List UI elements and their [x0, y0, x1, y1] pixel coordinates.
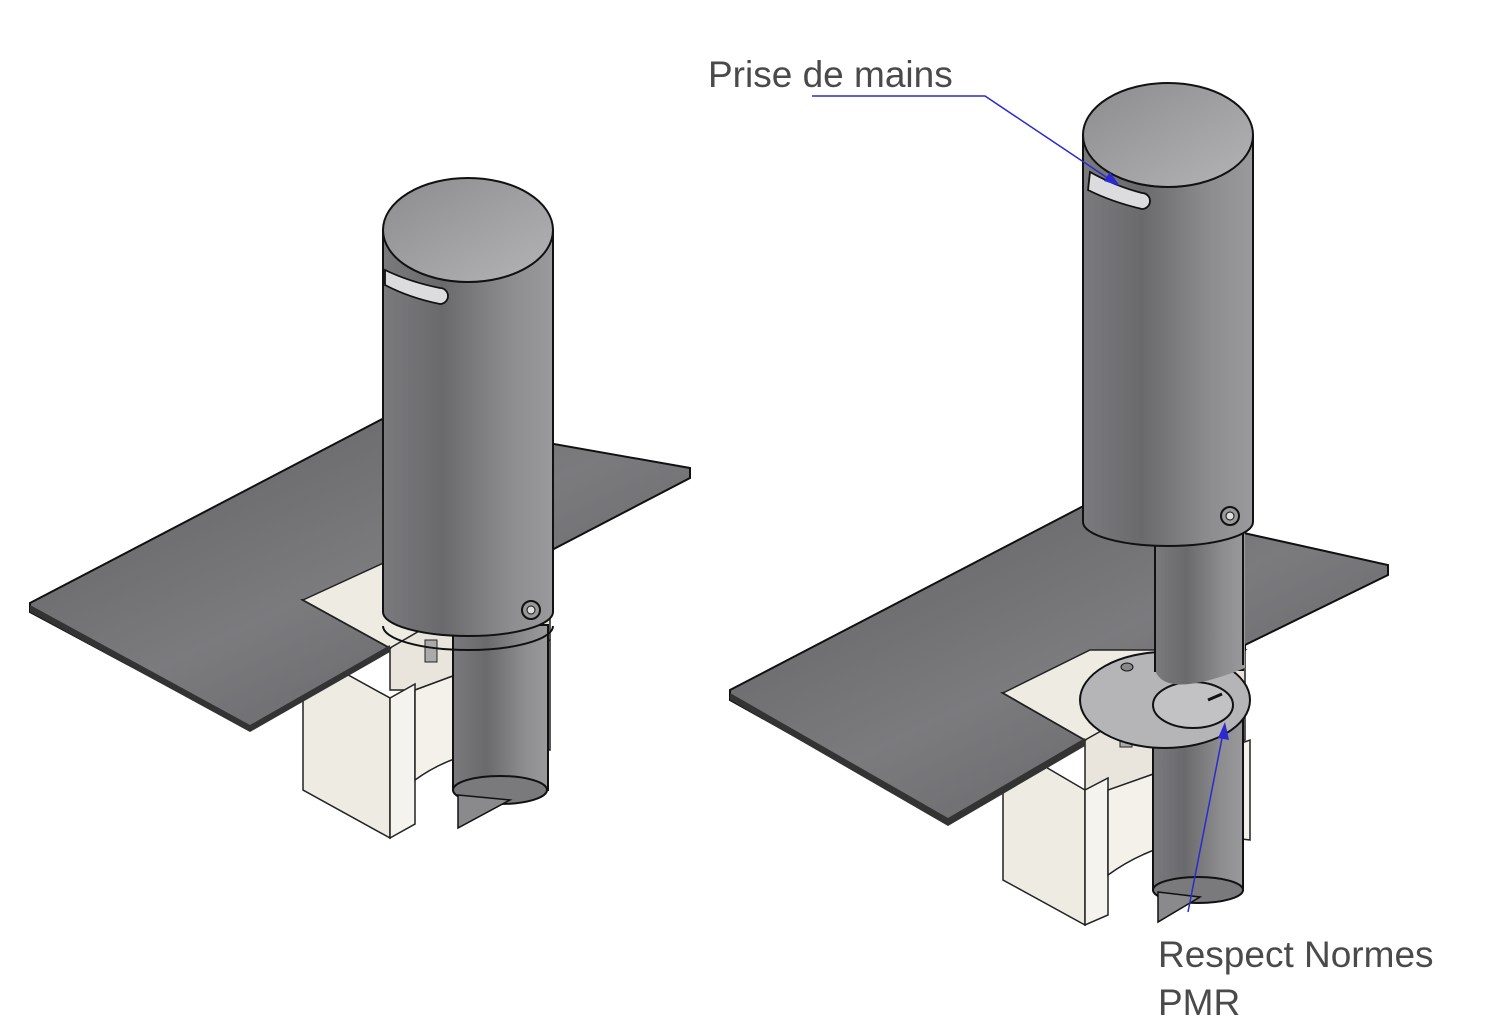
pmr-label-line1: Respect Normes	[1158, 934, 1434, 975]
handle-annotation: Prise de mains	[708, 54, 1120, 186]
arrowhead-icon	[1218, 722, 1229, 740]
left-bollard-assembly	[29, 177, 691, 840]
bollard-cylinder	[382, 177, 554, 651]
right-bollard-assembly	[729, 82, 1389, 927]
cover-disc	[1079, 520, 1251, 749]
pmr-annotation: Respect Normes PMR	[1158, 722, 1434, 1023]
bollard-cylinder	[1082, 82, 1254, 547]
arrowhead-icon	[1104, 172, 1120, 186]
lower-cylinder	[424, 624, 549, 830]
hand-grip-slot	[384, 268, 449, 305]
leader-line	[812, 95, 1116, 184]
pmr-label-line2: PMR	[1158, 982, 1240, 1023]
leader-line	[1187, 727, 1225, 913]
handle-label: Prise de mains	[708, 54, 953, 95]
